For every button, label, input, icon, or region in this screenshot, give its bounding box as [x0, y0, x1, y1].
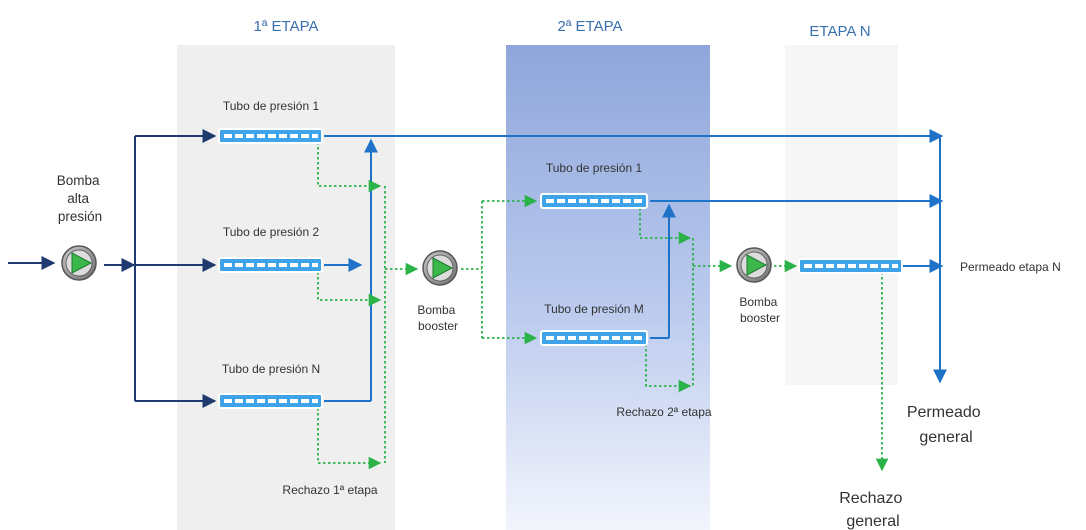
tube-s1-2-label: Tubo de presión 2 — [223, 225, 320, 239]
tube-s1-2 — [218, 257, 323, 273]
tube-s1-1-label: Tubo de presión 1 — [223, 99, 320, 113]
booster-pump-2-label: Bomba booster — [739, 295, 780, 325]
reject-lines — [317, 142, 889, 472]
stage1-header: 1ª ETAPA — [253, 18, 318, 35]
high-pressure-pump-label: Bomba alta presión — [57, 173, 104, 224]
booster-pump-1-label: Bomba booster — [417, 303, 458, 333]
tube-s1-1 — [218, 128, 323, 144]
stage1-panel — [177, 45, 395, 530]
high-pressure-pump-icon — [61, 245, 97, 281]
tube-s1-N — [218, 393, 323, 409]
booster-pump-1-icon — [422, 250, 458, 286]
tube-s2-1-label: Tubo de presión 1 — [546, 161, 643, 175]
reject-stage2-label: Rechazo 2ª etapa — [616, 405, 712, 419]
tube-s2-M — [540, 330, 648, 346]
stageN-header: ETAPA N — [809, 23, 870, 40]
stage2-header: 2ª ETAPA — [557, 18, 622, 35]
tube-sN — [798, 258, 903, 274]
tube-s2-1 — [540, 193, 648, 209]
tube-s1-N-label: Tubo de presión N — [222, 362, 320, 376]
tube-s2-M-label: Tubo de presión M — [544, 302, 644, 316]
feed-lines — [8, 129, 217, 408]
permeate-general-label: Permeado general — [907, 404, 985, 446]
stageN-panel — [785, 45, 898, 385]
stage2-panel — [506, 45, 710, 530]
reject-general-label: Rechazo general — [839, 490, 907, 530]
booster-pump-2-icon — [736, 247, 772, 283]
reject-stage1-label: Rechazo 1ª etapa — [282, 483, 378, 497]
permeate-stageN-label: Permeado etapa N — [960, 260, 1061, 274]
